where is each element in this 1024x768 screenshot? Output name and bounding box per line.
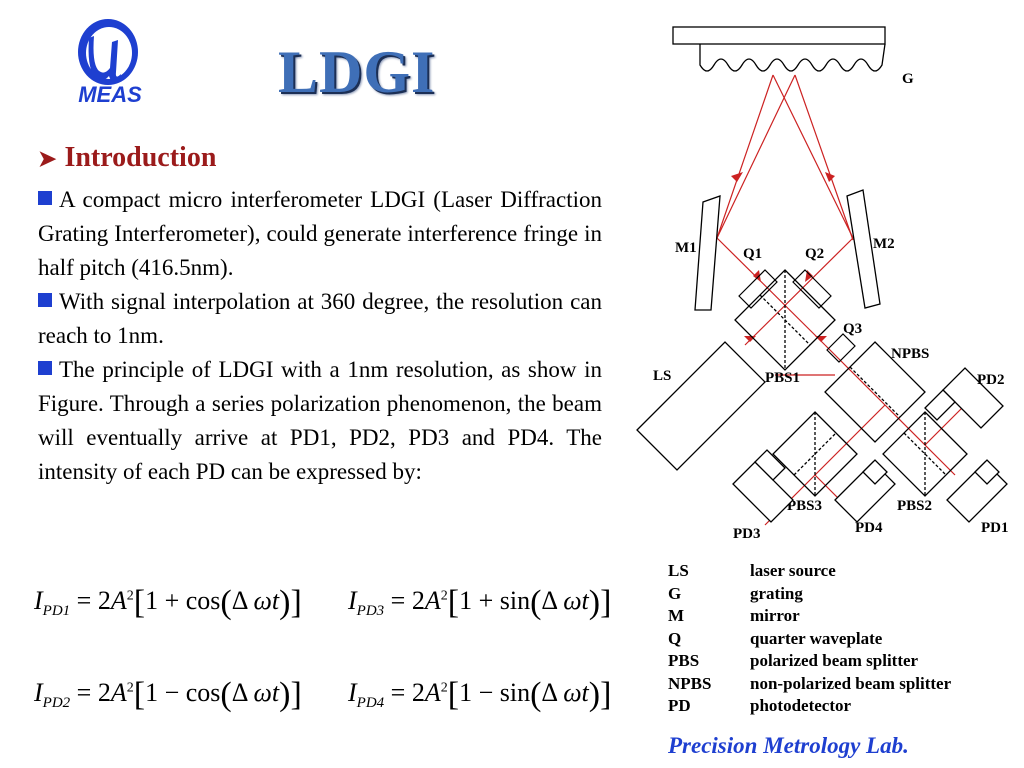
section-heading: ➤ Introduction xyxy=(38,142,217,174)
npbs xyxy=(824,341,926,443)
grating xyxy=(672,26,886,72)
diagram-label-npbs: NPBS xyxy=(891,346,929,362)
pbs2 xyxy=(882,411,968,497)
diagram-label-q2: Q2 xyxy=(805,246,824,262)
diagram-label-pd3: PD3 xyxy=(733,526,761,542)
legend-abbr: Q xyxy=(668,628,682,648)
quarter-waveplates xyxy=(738,269,856,363)
legend-desc: quarter waveplate xyxy=(750,628,883,648)
page-title: LDGI xyxy=(278,39,436,105)
equation-pd4: IPD4 = 2A2[1 − sin(Δ ωt)] xyxy=(348,676,612,713)
arrow-bullet-icon: ➤ xyxy=(38,146,57,171)
mirrors xyxy=(694,189,881,311)
laser-beams xyxy=(716,74,976,526)
square-bullet-icon xyxy=(38,361,52,375)
legend-desc: polarized beam splitter xyxy=(750,651,919,670)
diagram-label-q1: Q1 xyxy=(743,246,762,262)
pd2 xyxy=(924,367,1004,429)
legend-abbr: LS xyxy=(668,561,689,580)
bullet-text: A compact micro interferometer LDGI (Las… xyxy=(38,187,602,280)
legend-abbr: PBS xyxy=(668,651,700,670)
diagram-label-ls: LS xyxy=(653,368,671,384)
bullet-paragraph: With signal interpolation at 360 degree,… xyxy=(38,285,602,353)
diagram-label-pd2: PD2 xyxy=(977,372,1005,388)
body-text: A compact micro interferometer LDGI (Las… xyxy=(38,183,602,489)
legend-row: PD photodetector xyxy=(668,695,951,718)
legend-row: PBS polarized beam splitter xyxy=(668,650,951,673)
square-bullet-icon xyxy=(38,293,52,307)
equation-pd2: IPD2 = 2A2[1 − cos(Δ ωt)] xyxy=(34,676,302,713)
meas-logo: MEAS xyxy=(58,14,162,110)
ldgi-optical-diagram: G xyxy=(625,20,1020,550)
diagram-label-m1: M1 xyxy=(675,240,697,256)
diagram-label-pbs3: PBS3 xyxy=(787,498,822,514)
pd4 xyxy=(834,459,896,523)
legend-row: NPBS non-polarized beam splitter xyxy=(668,673,951,696)
legend-row: LS laser source xyxy=(668,560,951,583)
legend-desc: laser source xyxy=(750,561,836,580)
bullet-text: With signal interpolation at 360 degree,… xyxy=(38,289,602,348)
diagram-label-pbs2: PBS2 xyxy=(897,498,932,514)
legend-abbr: M xyxy=(668,606,685,625)
legend-abbr: G xyxy=(668,583,682,603)
u-logo-icon: MEAS xyxy=(78,19,142,107)
legend-abbr: PD xyxy=(668,696,691,715)
bullet-paragraph: The principle of LDGI with a 1nm resolut… xyxy=(38,353,602,489)
legend-abbr: NPBS xyxy=(668,673,712,693)
pd1 xyxy=(946,459,1008,523)
logo-text: MEAS xyxy=(78,82,142,107)
pd3 xyxy=(732,449,794,523)
section-heading-text: Introduction xyxy=(64,142,217,173)
pbs3 xyxy=(772,411,858,497)
diagram-label-pd1: PD1 xyxy=(981,520,1009,536)
legend-desc: mirror xyxy=(750,606,800,625)
footer-lab-name: Precision Metrology Lab. xyxy=(668,733,909,758)
bullet-text: The principle of LDGI with a 1nm resolut… xyxy=(38,357,602,484)
diagram-label-pbs1: PBS1 xyxy=(765,370,800,386)
diagram-label-q3: Q3 xyxy=(843,321,862,337)
pbs1 xyxy=(734,269,836,371)
bullet-paragraph: A compact micro interferometer LDGI (Las… xyxy=(38,183,602,285)
square-bullet-icon xyxy=(38,191,52,205)
diagram-label-pd4: PD4 xyxy=(855,520,883,536)
legend-desc: non-polarized beam splitter xyxy=(750,673,952,693)
legend-desc: grating xyxy=(750,583,803,603)
equations: IPD1 = 2A2[1 + cos(Δ ωt)] IPD3 = 2A2[1 +… xyxy=(30,580,630,730)
equation-pd3: IPD3 = 2A2[1 + sin(Δ ωt)] xyxy=(348,584,612,621)
equation-pd1: IPD1 = 2A2[1 + cos(Δ ωt)] xyxy=(34,584,302,621)
laser-source xyxy=(636,341,766,471)
legend-desc: photodetector xyxy=(750,696,852,715)
diagram-label-g: G xyxy=(902,71,914,87)
diagram-label-m2: M2 xyxy=(873,236,895,252)
